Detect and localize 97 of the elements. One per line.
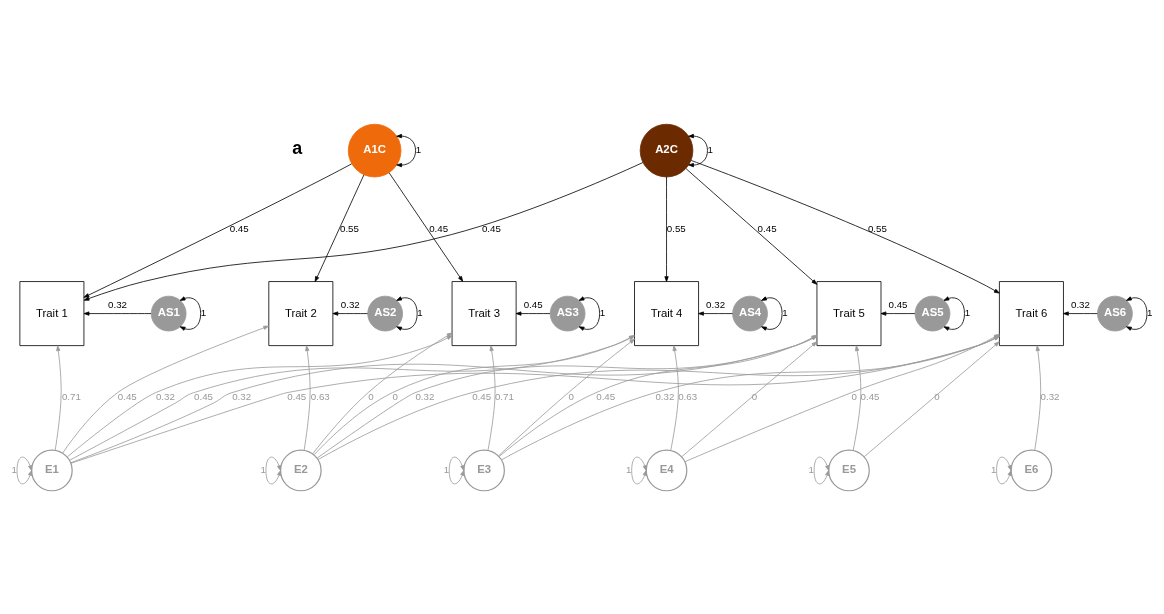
node-box: Trait 3 — [451, 280, 517, 346]
arrow — [16, 456, 33, 484]
edge-label: 1 — [808, 463, 814, 475]
arrow — [303, 344, 311, 451]
edge-label: 1 — [260, 463, 266, 475]
arrow — [62, 325, 269, 453]
arrow — [664, 176, 669, 282]
arrow — [852, 344, 862, 451]
edge-label: 0.32 — [232, 390, 252, 402]
arrow — [1126, 295, 1148, 331]
edge-label: 0 — [392, 390, 398, 402]
arrow — [690, 159, 1000, 293]
edge-label: 0.45 — [472, 390, 492, 402]
edge-label: 0.32 — [108, 298, 128, 310]
arrow — [685, 167, 818, 285]
edge-label: 0.45 — [117, 390, 137, 402]
edge-label: 1 — [1147, 306, 1153, 318]
arrow — [880, 310, 916, 316]
node-box: Trait 1 — [19, 280, 85, 346]
edge-label: 0.55 — [666, 222, 686, 234]
arrow — [761, 295, 783, 331]
edge-label: 1 — [707, 143, 714, 155]
node-box: Trait 4 — [634, 280, 699, 346]
edge-label: 1 — [11, 463, 17, 475]
edge-label: 1 — [599, 306, 606, 318]
arrow — [83, 163, 352, 298]
edge-label: 0.45 — [194, 390, 213, 402]
edge-label: 0.55 — [340, 222, 359, 234]
edge-label: 0 — [568, 390, 574, 402]
node-box: Trait 6 — [999, 280, 1064, 346]
arrow — [498, 338, 635, 456]
arrow — [670, 344, 679, 451]
edge-label: 1 — [443, 463, 450, 475]
node-circle: E3 — [463, 449, 505, 491]
edge-label: 0.71 — [494, 390, 514, 402]
arrow — [388, 171, 464, 282]
edge-label: 0.71 — [61, 390, 81, 402]
arrow — [813, 456, 830, 484]
edge-label: 0.63 — [310, 390, 330, 402]
label: a — [292, 137, 303, 158]
edge-label: 0.45 — [287, 390, 307, 402]
edge-label: 1 — [991, 463, 997, 475]
edge-label: 1 — [626, 463, 632, 475]
edge-label: 1 — [782, 306, 788, 318]
edge-label: 0.45 — [429, 222, 449, 234]
edge-label: 0.45 — [596, 390, 616, 402]
arrow — [314, 173, 365, 282]
edge-label: 0.32 — [1040, 390, 1060, 402]
edge-label: 0 — [851, 390, 857, 402]
edge-label: 0.45 — [757, 222, 777, 234]
edge-label: 0.45 — [481, 222, 501, 234]
arrow — [396, 295, 418, 331]
edge-label: 0.32 — [655, 390, 675, 402]
node-circle: E5 — [828, 449, 870, 491]
edge-label: 0.32 — [706, 298, 726, 310]
arrow — [396, 133, 416, 167]
arrow — [631, 456, 647, 484]
edge-label: 0.45 — [888, 298, 908, 310]
edge-label: 1 — [415, 143, 422, 155]
node-box: Trait 5 — [816, 280, 882, 346]
edge-label: 0 — [934, 390, 940, 402]
arrow — [943, 295, 965, 331]
arrow — [1034, 344, 1042, 451]
arrow — [487, 344, 496, 451]
edge-label: 1 — [417, 306, 423, 318]
edge-label: 0.45 — [523, 298, 543, 310]
arrow — [688, 133, 708, 167]
arrow — [515, 310, 551, 316]
edge-label: 0 — [368, 390, 374, 402]
arrow — [332, 310, 368, 316]
arrow — [681, 340, 818, 457]
arrow — [83, 310, 152, 316]
arrow — [83, 161, 644, 301]
edge-label: 0.32 — [155, 390, 175, 402]
edge-label: 0.32 — [340, 298, 360, 310]
arrow — [54, 344, 62, 451]
edge-label: 0 — [751, 390, 758, 402]
edge-label: 1 — [964, 306, 971, 318]
node-circle: E1 — [31, 449, 73, 491]
node-circle: E6 — [1010, 449, 1053, 491]
arrow — [1063, 310, 1098, 316]
edge-label: 0.45 — [229, 222, 249, 234]
arrow — [179, 295, 202, 331]
edge-label: 0.55 — [867, 222, 887, 234]
arrow — [448, 456, 465, 484]
arrow — [265, 456, 282, 484]
edge-label: 0.32 — [415, 390, 435, 402]
edge-label: 0.32 — [1071, 298, 1090, 310]
edge-label: 0.63 — [678, 390, 698, 402]
arrow — [863, 340, 1000, 457]
edge-label: 1 — [200, 306, 207, 318]
node-box: Trait 2 — [268, 280, 334, 346]
edge-label: 0.45 — [860, 390, 880, 402]
arrow — [698, 310, 733, 316]
arrow — [996, 456, 1012, 484]
arrow — [578, 295, 601, 331]
node-circle: E4 — [645, 449, 688, 491]
